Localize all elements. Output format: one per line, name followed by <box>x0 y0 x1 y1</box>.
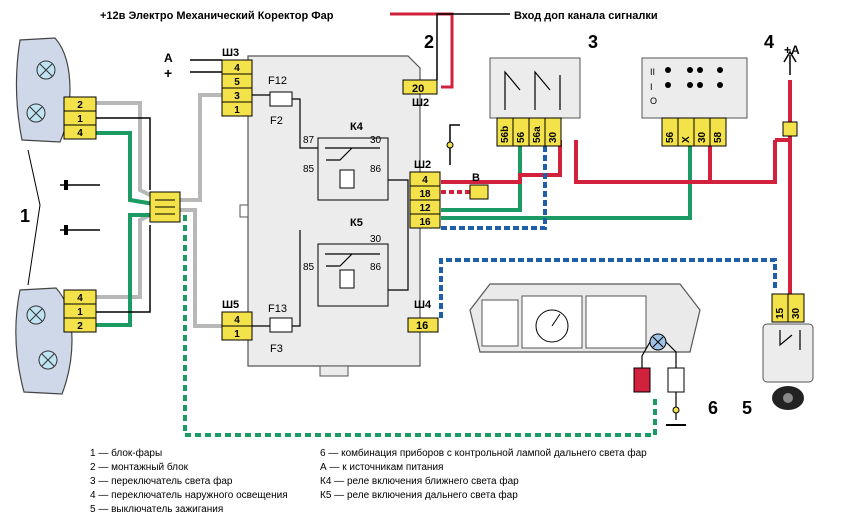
sh3-label: Ш3 <box>222 47 239 59</box>
pins-sh3-label: 1 <box>234 105 240 116</box>
pins-sh2-label: 4 <box>422 175 428 186</box>
pin-20-label: 20 <box>412 83 424 95</box>
sh4-pin-label: 16 <box>416 320 428 332</box>
legend-right: 6 — комбинация приборов с контрольной ла… <box>320 447 647 501</box>
connector-b-label: В <box>472 172 480 184</box>
legend-line: К5 — реле включения дальнего света фар <box>320 489 518 501</box>
pins-sw3-label: 56 <box>516 131 527 143</box>
switch4-pos-ii: II <box>650 67 655 77</box>
legend-line: 6 — комбинация приборов с контрольной ла… <box>320 447 647 459</box>
pins-head-up-box <box>63 124 97 140</box>
k5-pin-86: 86 <box>370 262 382 273</box>
pins-head-lo-box <box>63 317 97 333</box>
power-plus-label: + <box>164 65 172 81</box>
pins-sh2-box <box>409 213 441 229</box>
relay-k5-label: К5 <box>350 217 363 229</box>
sh2-top-label: Ш2 <box>412 97 429 109</box>
pin-sh4-box <box>407 317 439 333</box>
legend-line: К4 — реле включения ближнего света фар <box>320 475 519 487</box>
k4-pin-86: 86 <box>370 164 382 175</box>
pins-head-up-label: 4 <box>77 128 83 139</box>
pins-sh3-label: 4 <box>234 63 240 74</box>
pins-sh5-label: 4 <box>234 315 240 326</box>
pins-sw3-box <box>544 117 562 147</box>
legend-line: А — к источникам питания <box>320 462 443 473</box>
legend-line: 1 — блок-фары <box>90 447 162 459</box>
fuse-f12-label: F12 <box>268 75 287 87</box>
pins-sw3-label: 56b <box>500 126 511 143</box>
sh4-label: Ш4 <box>414 299 432 311</box>
k5-pin-85: 85 <box>303 262 315 273</box>
pins-sh2-label: 18 <box>419 189 431 200</box>
exterior-light-switch-4 <box>641 57 748 119</box>
legend-line: 5 — выключатель зажигания <box>90 504 223 515</box>
pins-ign-label: 30 <box>791 307 802 319</box>
sh5-label: Ш5 <box>222 299 239 311</box>
component-5-label: 5 <box>742 398 752 418</box>
pins-sw4-label: 30 <box>697 131 708 143</box>
headlamp-upper <box>15 37 71 143</box>
relay-k4-label: К4 <box>350 121 364 133</box>
power-a-label: А <box>164 51 173 65</box>
pins-sw3-label: 56a <box>532 126 543 143</box>
k4-pin-87: 87 <box>303 135 315 146</box>
fuse-f2-label: F2 <box>270 115 283 127</box>
pins-sh2-label: 16 <box>419 217 431 228</box>
power-plus-a-label: +А <box>784 43 800 57</box>
k5-pin-30: 30 <box>370 234 382 245</box>
switch4-pos-i: I <box>650 82 653 92</box>
component-1-label: 1 <box>20 206 30 226</box>
fuse-f13-label: F13 <box>268 303 287 315</box>
pins-sh3-label: 5 <box>234 77 240 88</box>
k4-pin-85: 85 <box>303 164 315 175</box>
pins-sw3-label: 30 <box>548 131 559 143</box>
pins-ign-box <box>787 293 805 323</box>
component-6-label: 6 <box>708 398 718 418</box>
pins-sh3-label: 3 <box>234 91 240 102</box>
alarm-input-label: Вход доп канала сигналки <box>514 10 658 22</box>
component-3-label: 3 <box>588 32 598 52</box>
component-2-label: 2 <box>424 32 434 52</box>
legend-left: 1 — блок-фары 2 — монтажный блок 3 — перек… <box>90 447 288 515</box>
pins-sh5-label: 1 <box>234 329 240 340</box>
pins-head-lo-label: 2 <box>77 321 83 332</box>
pins-sw4-box <box>709 117 727 147</box>
switch4-pos-o: O <box>650 96 657 106</box>
k4-pin-30: 30 <box>370 135 382 146</box>
pins-sh3-box <box>221 101 253 117</box>
component-4-label: 4 <box>764 32 774 52</box>
connector-b-box <box>469 184 489 200</box>
pins-head-up-label: 2 <box>77 100 83 111</box>
pins-sh2-label: 12 <box>419 203 431 214</box>
top-note: +12в Электро Механический Коректор Фар <box>100 10 334 22</box>
pins-head-lo-label: 1 <box>77 307 83 318</box>
pins-sw4-label: 56 <box>665 131 676 143</box>
pins-ign-label: 15 <box>775 307 786 319</box>
fuse-f3-label: F3 <box>270 343 283 355</box>
pin-20-box <box>402 79 438 95</box>
legend-line: 4 — переключатель наружного освещения <box>90 490 288 501</box>
legend-line: 2 — монтажный блок <box>90 461 189 473</box>
pins-sw4-label: X <box>681 136 692 143</box>
sh2-mid-label: Ш2 <box>414 159 431 171</box>
ignition-switch-5 <box>762 323 814 383</box>
legend-line: 3 — переключатель света фар <box>90 475 233 487</box>
pins-sh5-box <box>221 325 253 341</box>
pins-sw4-label: 58 <box>713 131 724 143</box>
pins-head-lo-label: 4 <box>77 293 83 304</box>
pins-head-up-label: 1 <box>77 114 83 125</box>
